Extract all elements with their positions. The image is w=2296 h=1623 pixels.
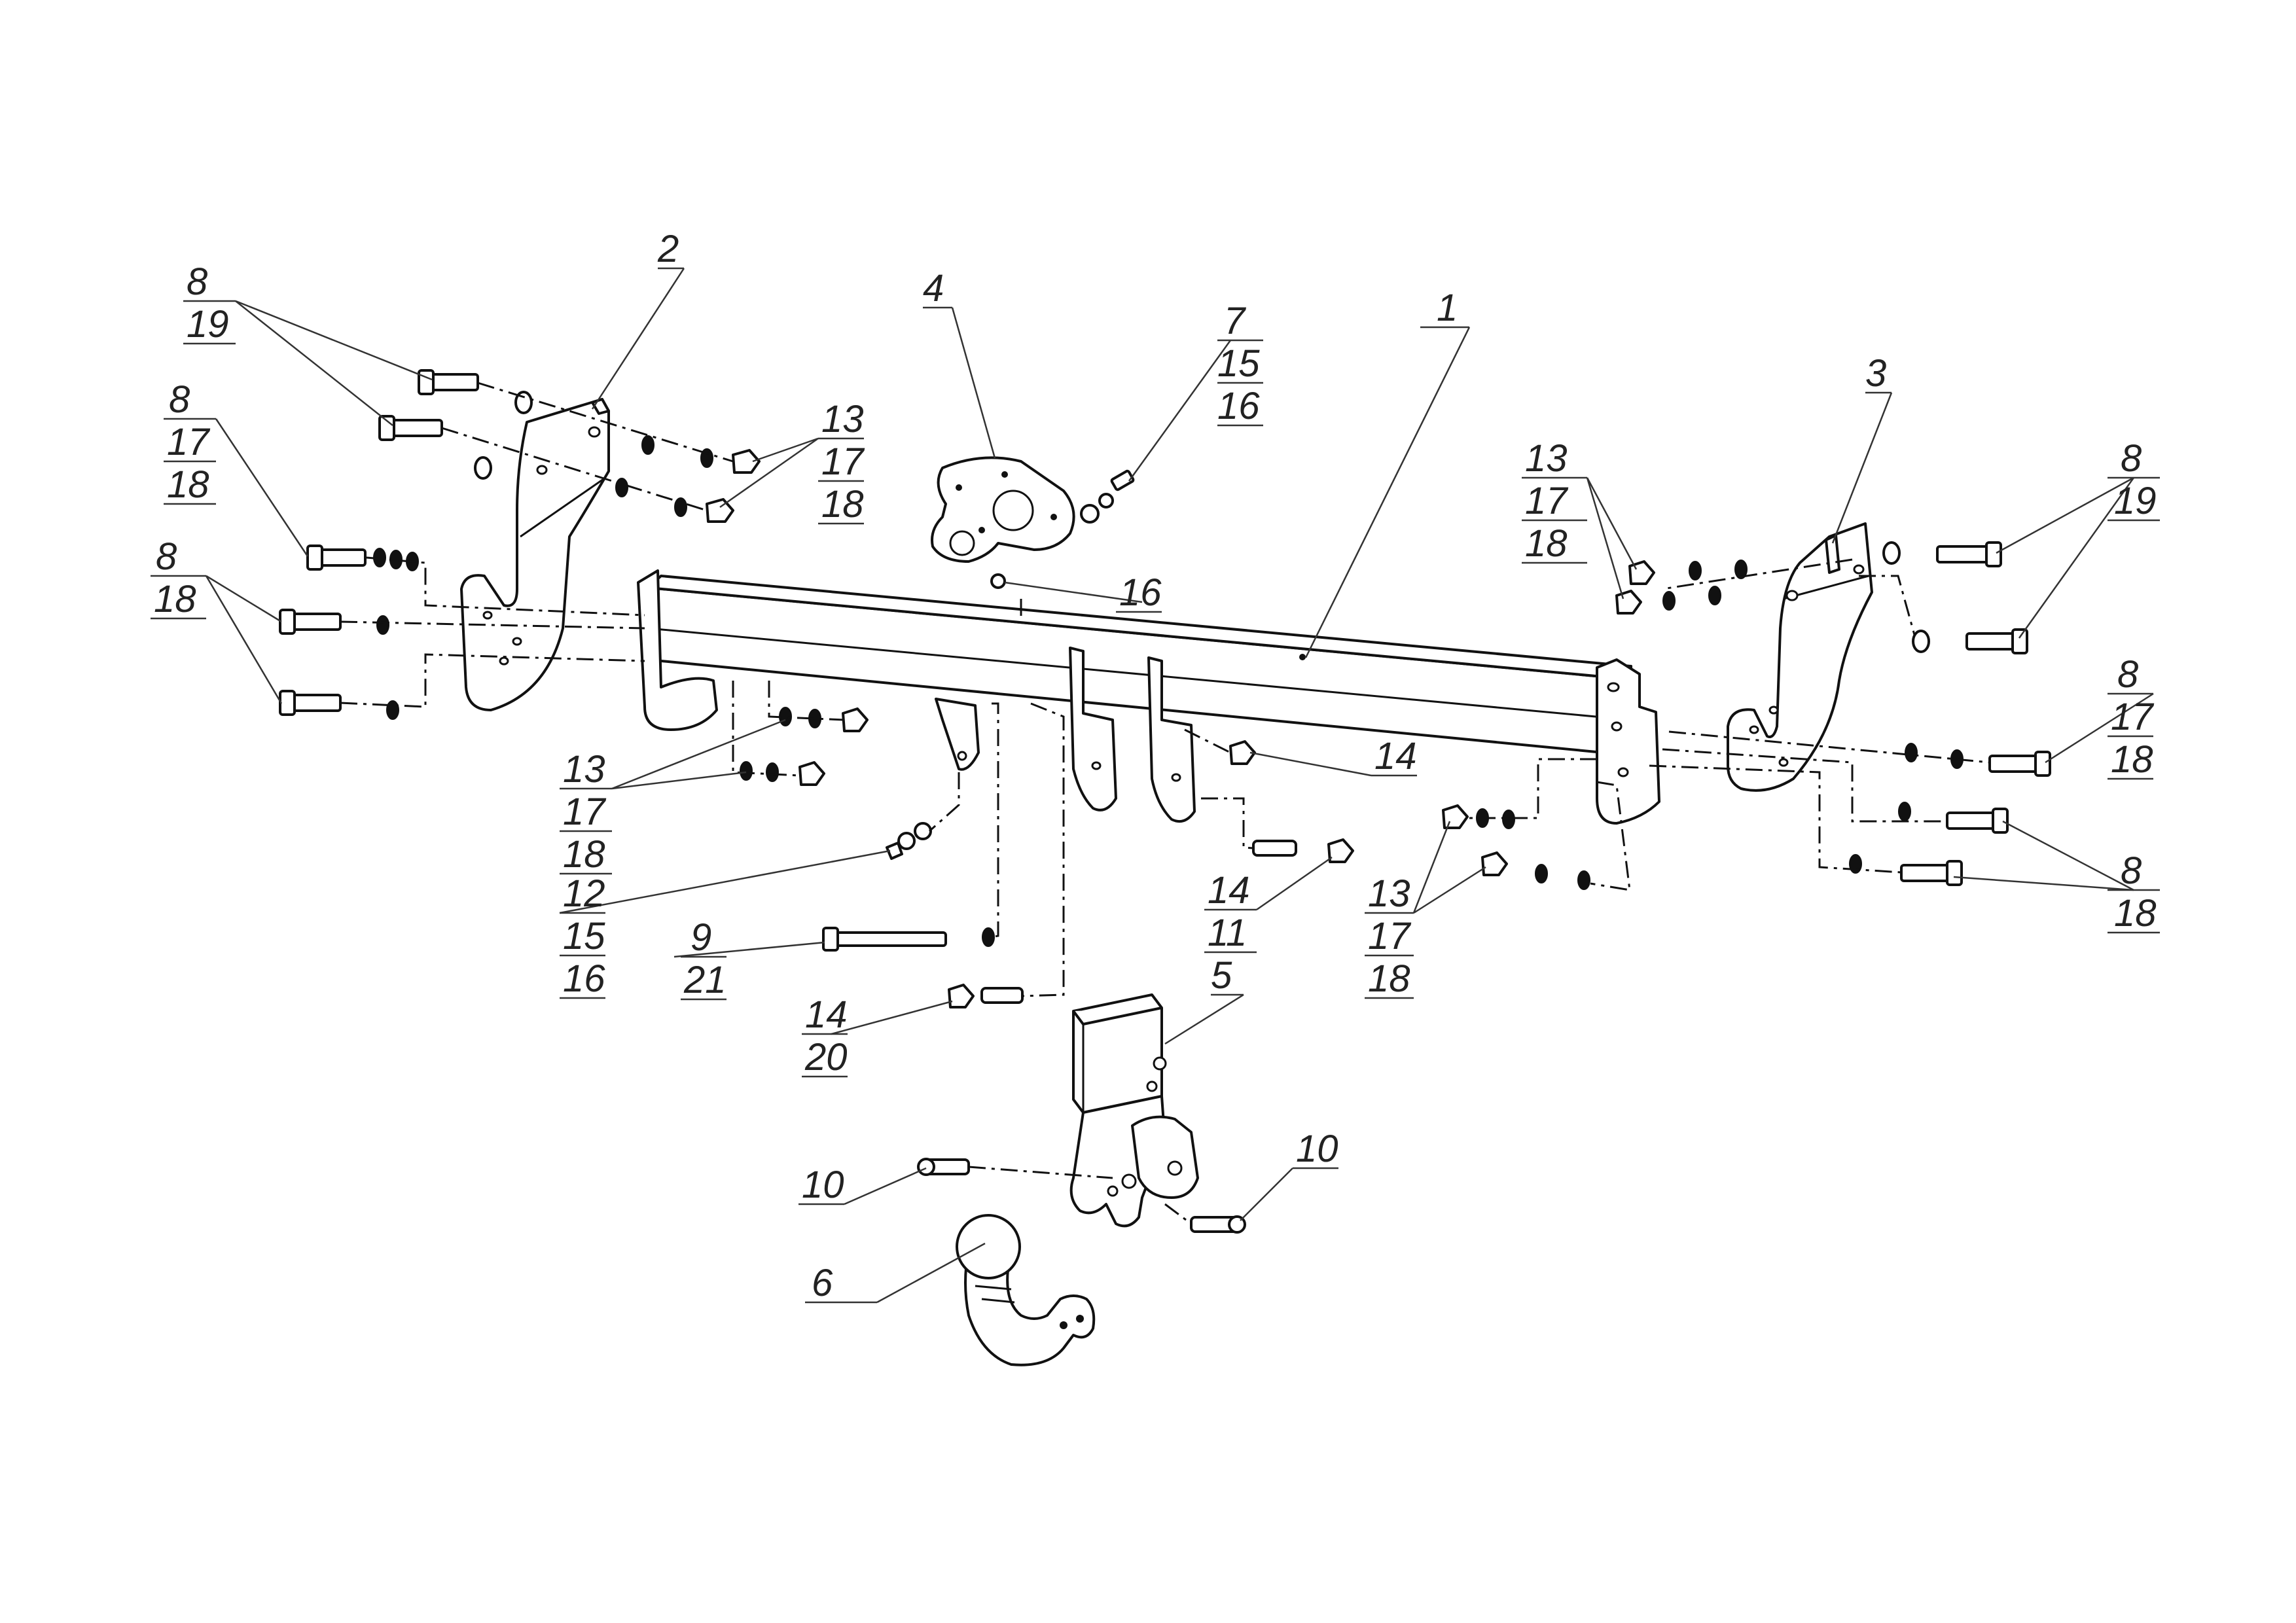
callout-8-17-18-left-line-0: 8 — [169, 378, 190, 421]
callout-13-17-18-right-line-2: 18 — [1525, 522, 1568, 565]
callout-14-20-line-0: 14 — [805, 993, 848, 1036]
callout-2-line-0: 2 — [657, 228, 679, 270]
callout-13-17-18-top-left-line-1: 17 — [821, 440, 865, 483]
callout-8-18-right-line-0: 8 — [2121, 849, 2142, 892]
callout-14-11-line-0: 14 — [1208, 869, 1250, 912]
callout-8-19-left-line-1: 19 — [187, 303, 229, 346]
callout-13-17-18-mid-left-line-2: 18 — [563, 833, 605, 876]
callout-13-17-18-top-left-line-2: 18 — [821, 483, 864, 526]
callout-1: 1 — [1420, 287, 1469, 329]
callout-8-19-right-line-0: 8 — [2121, 437, 2142, 480]
callout-8-19-right: 8 19 — [2108, 437, 2160, 522]
callout-8-17-18-left-line-2: 18 — [167, 463, 209, 506]
callout-13-17-18-mid-left-line-1: 17 — [563, 791, 607, 833]
callout-12-line-2: 16 — [563, 957, 605, 1000]
callout-8-17-18-left-line-1: 17 — [167, 421, 211, 463]
callout-8-19-right-line-1: 19 — [2114, 480, 2157, 522]
callout-5: 5 — [1211, 954, 1244, 997]
coupling-housing — [1069, 993, 1199, 1228]
callout-5-line-0: 5 — [1211, 954, 1232, 997]
assembly-centerlines — [340, 382, 1990, 1225]
fasteners — [279, 369, 2051, 1234]
callout-8-18-left-line-1: 18 — [154, 578, 196, 620]
callout-8-18-right: 8 18 — [2108, 849, 2160, 935]
callout-10-left: 10 — [798, 1164, 844, 1206]
callout-13-17-18-mid-right-line-2: 18 — [1368, 957, 1410, 1000]
callout-8-19-left: 8 19 — [183, 260, 236, 346]
callout-10-left-line-0: 10 — [802, 1164, 844, 1206]
callout-14-20-line-1: 20 — [804, 1036, 848, 1079]
callout-6-line-0: 6 — [812, 1262, 833, 1304]
callout-12-15-16: 12 15 16 — [560, 872, 605, 1000]
callout-8-17-18-left: 8 17 18 — [164, 378, 216, 506]
callout-13-17-18-mid-left: 13 17 18 — [560, 748, 612, 876]
callout-9-21: 9 21 — [681, 916, 726, 1001]
socket-plate — [931, 456, 1075, 563]
tow-ball — [956, 1214, 1096, 1366]
callout-9-line-1: 21 — [683, 959, 726, 1001]
callout-8-18-right-line-1: 18 — [2114, 892, 2157, 935]
callout-8-18-left-line-0: 8 — [156, 535, 177, 578]
callout-14-top: 14 — [1371, 735, 1417, 777]
callout-13-17-18-mid-right-line-0: 13 — [1368, 872, 1410, 915]
callout-13-17-18-top-left-line-0: 13 — [821, 398, 864, 440]
left-bracket — [460, 398, 610, 711]
leader-lines — [205, 268, 2154, 1304]
callout-8-17-18-right-line-0: 8 — [2117, 653, 2138, 696]
callout-3-line-0: 3 — [1865, 352, 1886, 395]
callout-7-line-0: 7 — [1224, 300, 1247, 342]
callout-6: 6 — [805, 1262, 877, 1304]
callout-1-line-0: 1 — [1437, 287, 1458, 329]
callout-8-17-18-right: 8 17 18 — [2108, 653, 2155, 781]
crossbar-beam — [637, 569, 1660, 825]
callout-9-line-0: 9 — [691, 916, 711, 959]
callout-7-15-16: 7 15 16 — [1217, 300, 1263, 427]
callout-7-line-2: 16 — [1217, 385, 1260, 427]
callout-16: 16 — [1116, 571, 1162, 614]
callout-10-right: 10 — [1293, 1128, 1338, 1170]
callout-14-top-line-0: 14 — [1374, 735, 1417, 777]
callout-16-line-0: 16 — [1119, 571, 1162, 614]
callout-14-11: 14 11 — [1204, 869, 1257, 954]
callout-13-17-18-mid-right: 13 17 18 — [1365, 872, 1414, 1000]
callout-12-line-0: 12 — [563, 872, 605, 915]
callout-8-17-18-right-line-2: 18 — [2111, 738, 2153, 781]
callout-4: 4 — [923, 267, 952, 310]
callout-12-line-1: 15 — [563, 915, 605, 957]
callout-4-line-0: 4 — [923, 267, 944, 310]
callout-14-11-line-1: 11 — [1208, 912, 1247, 954]
callout-3: 3 — [1865, 352, 1892, 395]
callout-13-17-18-mid-left-line-0: 13 — [563, 748, 605, 791]
callout-2: 2 — [657, 228, 684, 270]
callout-13-17-18-right: 13 17 18 — [1522, 437, 1587, 565]
callout-8-19-left-line-0: 8 — [187, 260, 207, 303]
callout-13-17-18-mid-right-line-1: 17 — [1368, 915, 1412, 957]
right-bracket — [1727, 522, 1873, 792]
callout-13-17-18-right-line-1: 17 — [1525, 480, 1569, 522]
callout-7-line-1: 15 — [1217, 342, 1260, 385]
callout-14-20: 14 20 — [802, 993, 848, 1079]
callout-13-17-18-top-left: 13 17 18 — [818, 398, 865, 526]
callout-8-17-18-right-line-1: 17 — [2111, 696, 2155, 738]
callout-8-18-left: 8 18 — [151, 535, 206, 620]
callout-labels: 1 2 3 4 5 6 7 15 16 — [151, 228, 2160, 1304]
callout-10-right-line-0: 10 — [1296, 1128, 1338, 1170]
callout-13-17-18-right-line-0: 13 — [1525, 437, 1568, 480]
